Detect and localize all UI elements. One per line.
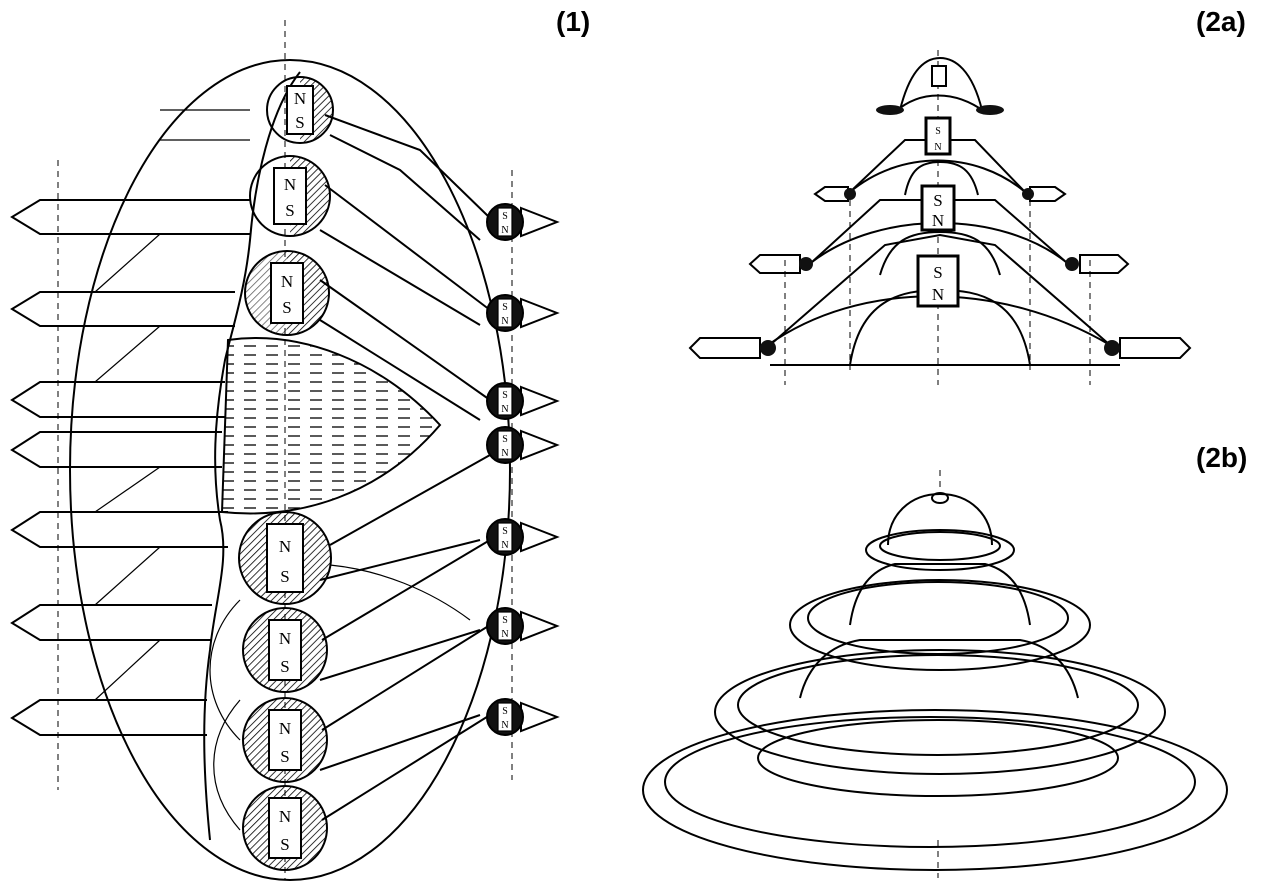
svg-text:S: S [502,434,508,445]
svg-text:N: N [501,225,508,236]
svg-text:N: N [279,719,291,738]
svg-text:S: S [280,657,289,676]
svg-text:S: S [933,263,942,282]
right-pointer-magnet: S N [486,203,560,241]
connecting-straps [209,114,491,831]
central-magnet: N S [266,76,334,144]
left-rods [10,109,250,736]
central-magnet: N S [242,785,328,871]
svg-text:S: S [502,615,508,626]
svg-text:S: S [295,113,304,132]
stack-magnets: S N S N S N [916,65,960,308]
svg-text:S: S [282,298,291,317]
svg-text:S: S [285,201,294,220]
right-pointer-magnet: S N [486,382,560,420]
svg-text:N: N [501,720,508,731]
right-pointer-magnet: S N [486,607,560,645]
svg-text:S: S [502,706,508,717]
panel-2a-label: (2a) [1196,6,1246,37]
svg-text:N: N [501,540,508,551]
svg-text:N: N [279,629,291,648]
svg-text:S: S [935,126,941,137]
central-magnet: N S [242,607,328,693]
svg-text:N: N [501,629,508,640]
svg-text:S: S [502,390,508,401]
right-magnets: S N S N S N S N [486,203,560,736]
right-pointer-magnet: S N [486,294,560,332]
central-magnet: N S [249,155,331,237]
right-pointer-magnet: S N [486,698,560,736]
panel-1-label: (1) [556,6,591,37]
svg-text:S: S [280,567,289,586]
stack-side-rods [688,105,1192,359]
right-pointer-magnet: S N [486,426,560,464]
outer-envelope [69,59,511,881]
apex-opening [931,492,949,504]
panel-1-drawing: N S N S N S [10,20,560,881]
svg-text:N: N [932,285,944,304]
fluid-region [220,337,442,515]
panel-2a-drawing: S N S N S N [688,50,1192,385]
svg-text:N: N [934,142,941,153]
central-magnet: N S [242,697,328,783]
svg-text:N: N [284,175,296,194]
tier-middle-outer [714,649,1166,775]
svg-text:N: N [932,211,944,230]
svg-text:N: N [279,807,291,826]
svg-text:N: N [294,89,306,108]
tier-bottom-outer [642,709,1228,871]
svg-text:S: S [280,747,289,766]
svg-text:S: S [502,526,508,537]
svg-text:S: S [280,835,289,854]
svg-text:N: N [501,316,508,327]
tier-upper-outer [789,579,1091,671]
svg-text:S: S [502,211,508,222]
right-pointer-magnet: S N [486,518,560,556]
svg-text:N: N [501,448,508,459]
svg-text:N: N [279,537,291,556]
column-boundary [203,71,301,841]
svg-text:N: N [281,272,293,291]
central-magnet: N S [244,250,330,336]
svg-text:S: S [933,191,942,210]
panel-2b-drawing [642,470,1228,878]
central-magnet: N S [238,511,332,605]
tier-top-outer [865,529,1015,571]
central-magnets: N S N S N S [238,76,334,871]
svg-text:S: S [502,302,508,313]
panel-2b-label: (2b) [1196,442,1248,473]
svg-text:N: N [501,404,508,415]
